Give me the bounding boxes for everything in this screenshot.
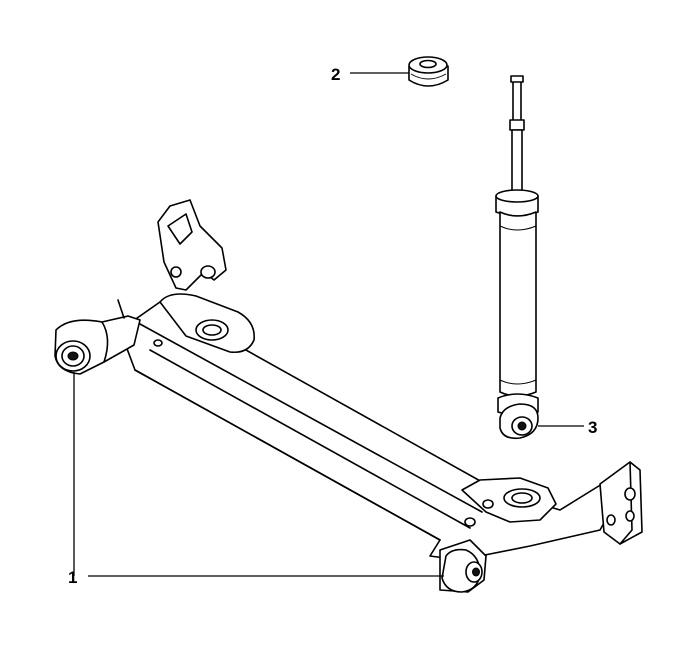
callout-2: 2	[331, 65, 340, 84]
callout-3: 3	[588, 418, 597, 437]
shock-absorber	[495, 75, 539, 440]
top-mount-bushing	[408, 56, 449, 87]
rear-axle-beam	[54, 199, 643, 593]
leader-lines	[73, 72, 584, 577]
callout-1: 1	[68, 568, 77, 587]
